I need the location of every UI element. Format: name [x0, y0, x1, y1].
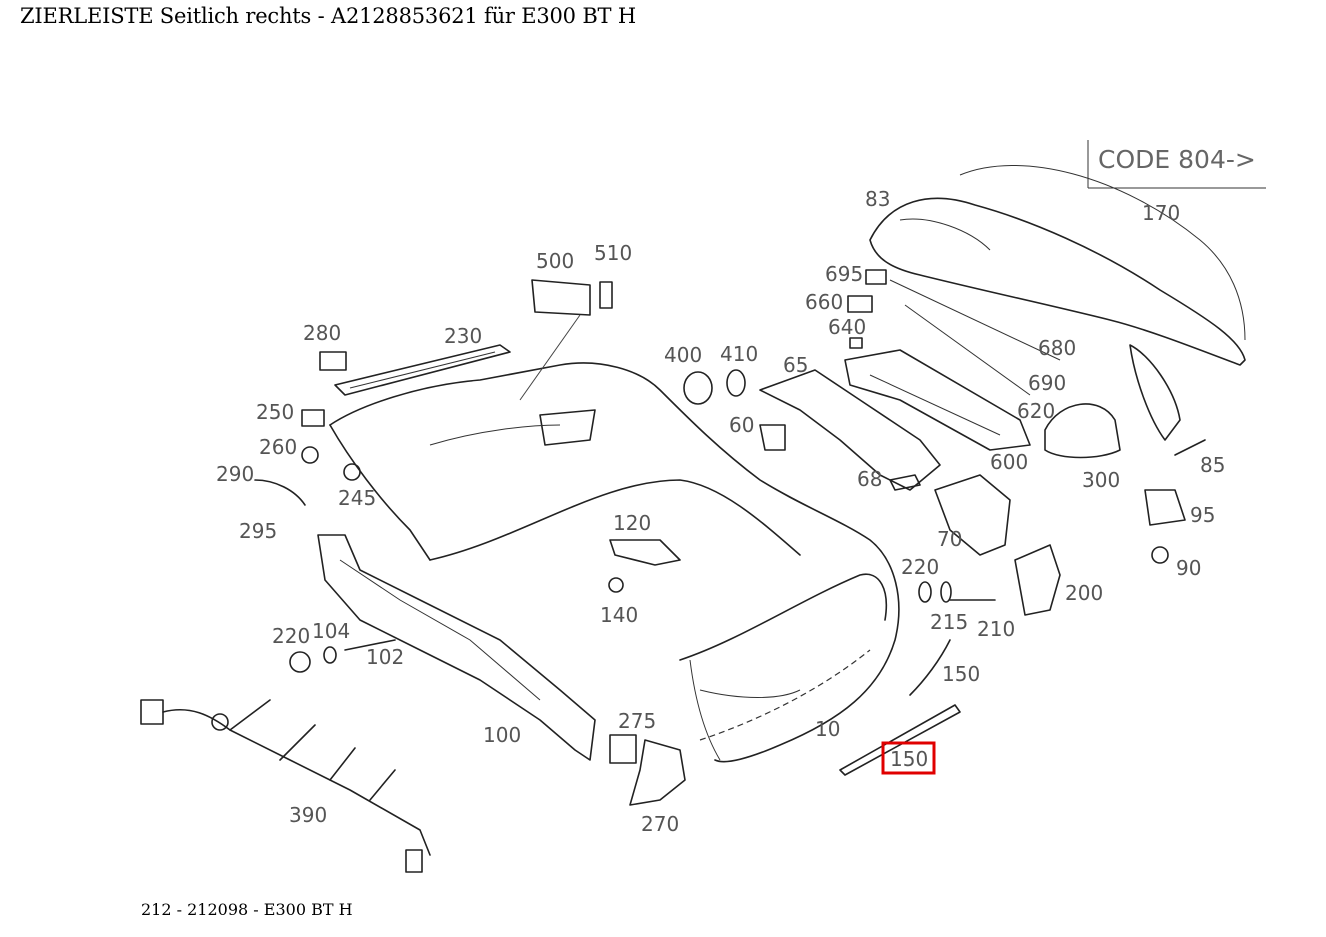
- label-245: 245: [338, 486, 376, 510]
- bracket-70: [934, 474, 1011, 556]
- washer-104: [323, 646, 337, 664]
- label-220-right: 220: [901, 555, 939, 579]
- label-280: 280: [303, 321, 341, 345]
- label-230: 230: [444, 324, 482, 348]
- label-270: 270: [641, 812, 679, 836]
- reinforcement-600: [844, 349, 1031, 451]
- bracket-300: [1044, 403, 1121, 459]
- label-120: 120: [613, 511, 651, 535]
- diffuser-170: [869, 165, 1246, 441]
- rod-690: [904, 304, 1031, 396]
- code-note: CODE 804->: [1098, 145, 1256, 174]
- nut-220: [289, 651, 311, 673]
- bracket-120: [609, 539, 681, 566]
- label-215: 215: [930, 610, 968, 634]
- label-410: 410: [720, 342, 758, 366]
- screw-140: [608, 577, 624, 593]
- label-100: 100: [483, 723, 521, 747]
- label-70: 70: [937, 527, 962, 551]
- carrier-100: [317, 534, 596, 761]
- bracket-65: [759, 369, 941, 491]
- label-104: 104: [312, 619, 350, 643]
- label-400: 400: [664, 343, 702, 367]
- label-150-upper: 150: [942, 662, 980, 686]
- label-60: 60: [729, 413, 754, 437]
- bracket-200: [1014, 544, 1061, 616]
- bolt-102: [344, 639, 396, 651]
- label-510: 510: [594, 241, 632, 265]
- rod-680: [889, 279, 1061, 361]
- label-620: 620: [1017, 399, 1055, 423]
- label-680: 680: [1038, 336, 1076, 360]
- washer-220: [918, 581, 932, 603]
- clip-280: [319, 351, 347, 371]
- label-500: 500: [536, 249, 574, 273]
- label-90: 90: [1176, 556, 1201, 580]
- strip-290: [254, 479, 306, 506]
- highlight-box: [881, 741, 936, 775]
- sensor-400: [683, 369, 746, 405]
- label-695: 695: [825, 262, 863, 286]
- part-640: [849, 337, 863, 349]
- label-690: 690: [1028, 371, 1066, 395]
- part-660: [847, 295, 873, 313]
- bracket-60: [759, 424, 786, 451]
- trim-strip-150-lower: [839, 704, 961, 776]
- cover-270: [629, 739, 686, 806]
- label-250: 250: [256, 400, 294, 424]
- footer-caption: 212 - 212098 - E300 BT H: [141, 900, 353, 919]
- label-83: 83: [865, 187, 890, 211]
- label-140: 140: [600, 603, 638, 627]
- nut-250: [301, 409, 325, 427]
- label-95: 95: [1190, 503, 1215, 527]
- bumper-cover: [329, 362, 900, 763]
- label-295: 295: [239, 519, 277, 543]
- part-labels: 500 510 280 230 250 260 245 290 295 400 …: [216, 187, 1225, 836]
- label-390: 390: [289, 803, 327, 827]
- part-695: [865, 269, 887, 285]
- screw-90: [1151, 546, 1169, 564]
- label-220-left: 220: [272, 624, 310, 648]
- cable-harness: [140, 699, 431, 873]
- screw-260: [301, 446, 319, 464]
- label-68: 68: [857, 467, 882, 491]
- label-290: 290: [216, 462, 254, 486]
- label-600: 600: [990, 450, 1028, 474]
- label-65: 65: [783, 353, 808, 377]
- label-200: 200: [1065, 581, 1103, 605]
- bracket-230: [334, 344, 511, 396]
- label-210: 210: [977, 617, 1015, 641]
- label-85: 85: [1200, 453, 1225, 477]
- clip-68: [889, 474, 921, 491]
- trim-strip-150-upper: [909, 639, 951, 696]
- label-102: 102: [366, 645, 404, 669]
- washer-215: [940, 581, 952, 603]
- label-150-highlighted[interactable]: 150: [890, 747, 928, 771]
- label-300: 300: [1082, 468, 1120, 492]
- clip-95: [1144, 489, 1186, 526]
- label-640: 640: [828, 315, 866, 339]
- label-260: 260: [259, 435, 297, 459]
- label-275: 275: [618, 709, 656, 733]
- clip-275: [609, 734, 637, 764]
- pin-85: [1174, 439, 1206, 456]
- label-660: 660: [805, 290, 843, 314]
- label-170: 170: [1142, 201, 1180, 225]
- nut-245: [343, 463, 361, 481]
- page-title: ZIERLEISTE Seitlich rechts - A2128853621…: [20, 4, 636, 28]
- label-10: 10: [815, 717, 840, 741]
- module-500: [519, 279, 613, 401]
- code-note-bracket: [1087, 140, 1266, 189]
